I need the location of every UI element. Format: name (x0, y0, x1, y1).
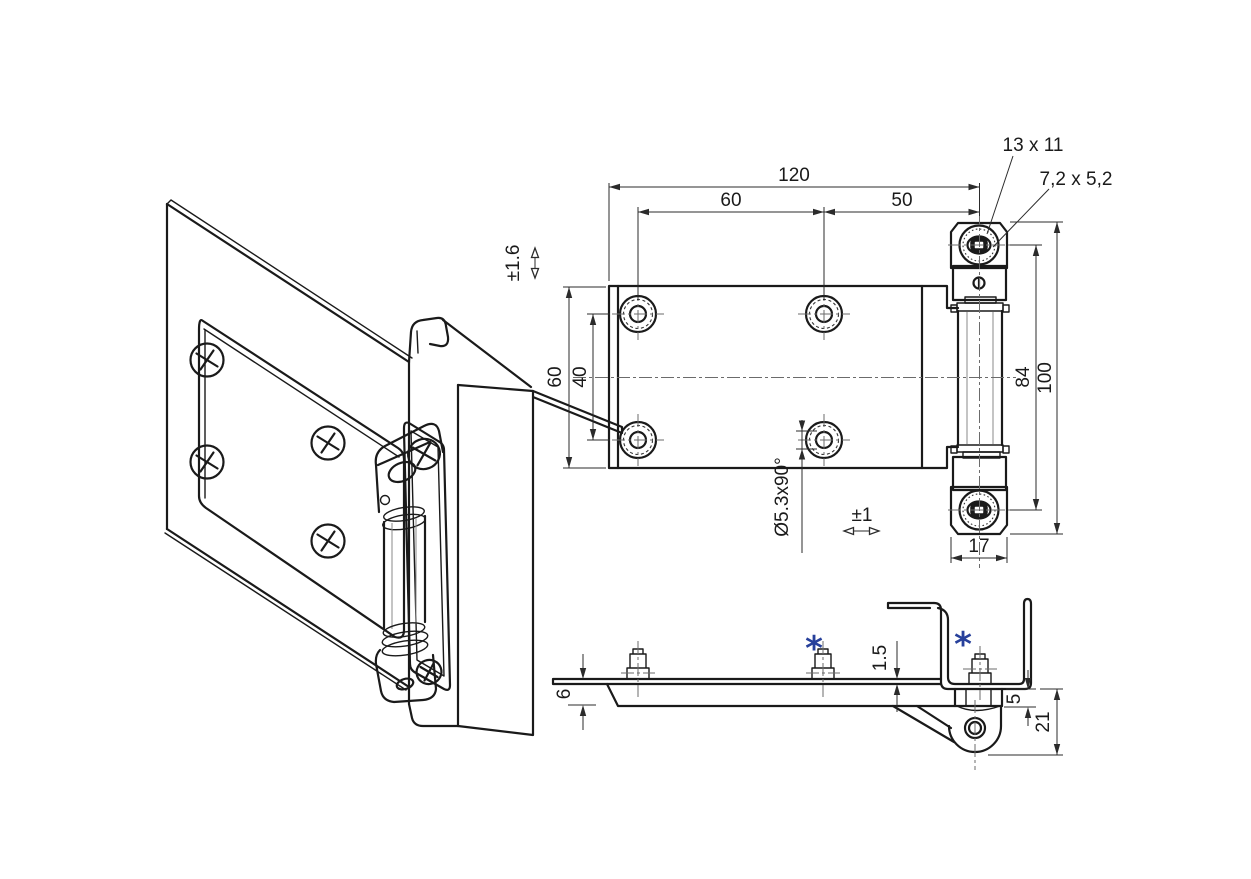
dim-hole-to-axis: 50 (891, 190, 912, 211)
panel-bottom-thickness (164, 532, 407, 691)
plate-screw-4 (310, 523, 346, 559)
dim-lug-centers: 84 (1013, 366, 1034, 388)
panel-top-edge (165, 202, 411, 364)
tolerance-horizontal: ±1 (842, 505, 881, 536)
callout-lug-slot: 13 x 11 (1003, 135, 1064, 156)
tolerance-vertical: ±1.6 (503, 245, 540, 282)
dim-overall-height: 100 (1035, 362, 1056, 394)
mounting-plate (197, 318, 406, 639)
side-channel (886, 597, 1033, 691)
countersunk-hole-3 (612, 414, 664, 466)
side-screw-1 (621, 641, 655, 697)
asterisk-marker-left: * (805, 629, 823, 669)
countersunk-hole-4 (798, 414, 850, 466)
panel-top-thickness (166, 199, 413, 359)
side-view: 6 1.5 5 21 * * (551, 597, 1063, 770)
side-pad (605, 682, 1004, 708)
dimension-6: 6 (554, 654, 596, 730)
dim-lug-width: 17 (968, 536, 989, 557)
dim-hole-spacing-v: 40 (570, 366, 591, 387)
dim-bracket-offset: 5 (1004, 694, 1025, 705)
hinge-barrel (381, 506, 429, 657)
dimension-60-50: 60 50 (637, 190, 980, 300)
dimension-60v-40: 60 40 (545, 286, 610, 469)
pin-hole (379, 494, 391, 506)
leaf-screw-bottom (415, 658, 443, 686)
plate-screw-2 (189, 444, 225, 480)
panel-bottom-edge (165, 527, 411, 689)
bottom-lug (374, 648, 438, 704)
plan-view: 120 60 50 60 40 84 100 (503, 135, 1112, 568)
dim-sheet-thickness: 1.5 (870, 645, 891, 671)
tolerance-horizontal-text: ±1 (852, 505, 873, 526)
plan-plate-outline (607, 284, 960, 470)
leaf-screw-top (407, 437, 441, 471)
tolerance-vertical-text: ±1.6 (503, 245, 524, 282)
dimension-120: 120 (608, 165, 980, 281)
top-lug (374, 422, 445, 514)
frame-channel (407, 316, 535, 737)
dimension-1-5: 1.5 (870, 641, 901, 712)
plate-screw-3 (310, 425, 346, 461)
dim-plate-height: 60 (545, 366, 566, 387)
dim-overall-depth: 21 (1033, 711, 1054, 732)
callout-countersunk-hole: Ø5.3x90° (772, 457, 793, 536)
side-screw-2 (806, 641, 840, 697)
asterisk-marker-right: * (954, 625, 972, 665)
plate-screw-1 (189, 342, 225, 378)
dim-hole-spacing: 60 (720, 190, 741, 211)
oval-hole-callout: 7,2 x 5,2 (992, 169, 1113, 248)
dim-pad-thickness: 6 (554, 689, 575, 700)
horizontal-play-arrow-icon (842, 526, 881, 536)
side-screw-3 (963, 646, 997, 700)
isometric-view (164, 199, 624, 737)
lug-slot-callout: 13 x 11 (986, 135, 1064, 235)
mounting-plate-border (203, 328, 400, 499)
dimension-5: 5 (1004, 670, 1036, 726)
countersink-callout: Ø5.3x90° (772, 420, 817, 553)
callout-oval-hole: 7,2 x 5,2 (1040, 169, 1113, 190)
dimension-17: 17 (950, 536, 1008, 563)
dimension-21: 21 (988, 688, 1063, 756)
dimension-84-100: 84 100 (1010, 221, 1063, 535)
side-sheet (551, 677, 943, 686)
dim-overall-width: 120 (778, 165, 810, 186)
vertical-play-arrow-icon (530, 246, 540, 280)
side-bracket (891, 687, 1004, 770)
